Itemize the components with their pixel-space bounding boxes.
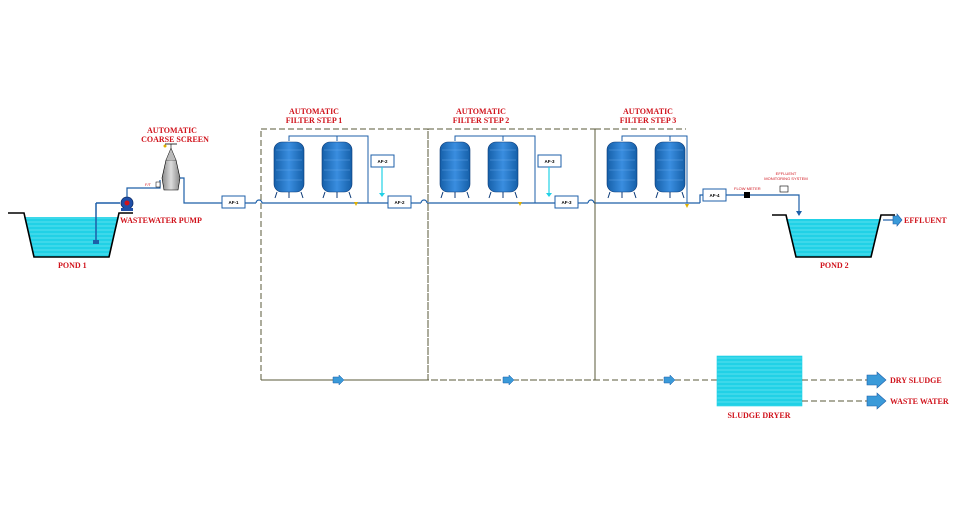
pump-to-screen-pipe: F/T (126, 180, 161, 197)
sludge-arrow-3 (663, 374, 676, 386)
effluent-outlet: EFFLUENT (883, 213, 947, 227)
af-4-instrument[interactable]: AF-4 (702, 188, 727, 202)
af-1-instrument[interactable]: AF-1 (221, 195, 246, 209)
pond-2-label: POND 2 (820, 261, 849, 270)
screen-label-1: AUTOMATIC (147, 126, 197, 135)
filter-step-1[interactable]: AUTOMATIC FILTER STEP 1 AF-2 (260, 107, 429, 381)
af2-tag: AF-2 (378, 159, 388, 164)
af2b-tag: AF-2 (395, 200, 405, 205)
dry-sludge-label: DRY SLUDGE (890, 376, 942, 385)
sludge-dryer-label: SLUDGE DRYER (727, 411, 790, 420)
monitor-label-1: EFFLUENT (776, 171, 797, 176)
pump-label: WASTEWATER PUMP (120, 216, 202, 225)
filter2-tank-a (439, 141, 471, 199)
effluent-pipe (699, 194, 802, 216)
filter-step-2[interactable]: AUTOMATIC FILTER STEP 2 AF-3 (427, 107, 596, 381)
waste-water-output: WASTE WATER (802, 392, 949, 410)
monitor-label-2: MONITORING SYSTEM (764, 176, 807, 181)
filter2-label-1: AUTOMATIC (456, 107, 506, 116)
filter1-label-1: AUTOMATIC (289, 107, 339, 116)
filter3-tank-b (654, 141, 686, 199)
waste-water-label: WASTE WATER (890, 397, 949, 406)
filter-step-3[interactable]: AUTOMATIC FILTER STEP 3 (595, 107, 689, 208)
svg-text:F/T: F/T (145, 182, 152, 187)
filter1-tank-a (273, 141, 305, 199)
filter2-label-2: FILTER STEP 2 (453, 116, 510, 125)
af3-tag: AF-3 (545, 159, 555, 164)
filter3-tank-a (606, 141, 638, 199)
af1-tag: AF-1 (229, 200, 239, 205)
flow-meter-label: FLOW METER (734, 186, 761, 191)
sludge-arrow-1 (332, 374, 345, 386)
wastewater-pump[interactable]: WASTEWATER PUMP (93, 196, 202, 244)
af4-tag: AF-4 (710, 193, 720, 198)
effluent-label: EFFLUENT (904, 216, 947, 225)
af-2b-instrument[interactable]: AF-2 (387, 195, 412, 209)
sludge-arrow-2 (502, 374, 515, 386)
pond-1: POND 1 (8, 212, 133, 270)
filter3-label-2: FILTER STEP 3 (620, 116, 677, 125)
automatic-coarse-screen[interactable]: AUTOMATIC COARSE SCREEN (141, 126, 209, 191)
af3b-tag: AF-3 (562, 200, 572, 205)
af-3b-instrument[interactable]: AF-3 (554, 195, 579, 209)
effluent-monitoring-system[interactable]: EFFLUENT MONITORING SYSTEM (764, 171, 808, 193)
pond-1-label: POND 1 (58, 261, 87, 270)
main-pipe (180, 177, 700, 204)
filter3-label-1: AUTOMATIC (623, 107, 673, 116)
filter1-tank-b (321, 141, 353, 199)
flow-meter[interactable]: FLOW METER (734, 186, 761, 198)
dry-sludge-output: DRY SLUDGE (802, 371, 942, 389)
pond-2: POND 2 (772, 214, 895, 270)
filter2-tank-b (487, 141, 519, 199)
screen-label-2: COARSE SCREEN (141, 135, 209, 144)
sludge-dryer[interactable]: SLUDGE DRYER (716, 355, 803, 420)
sludge-line (261, 129, 717, 386)
filter1-label-2: FILTER STEP 1 (286, 116, 343, 125)
